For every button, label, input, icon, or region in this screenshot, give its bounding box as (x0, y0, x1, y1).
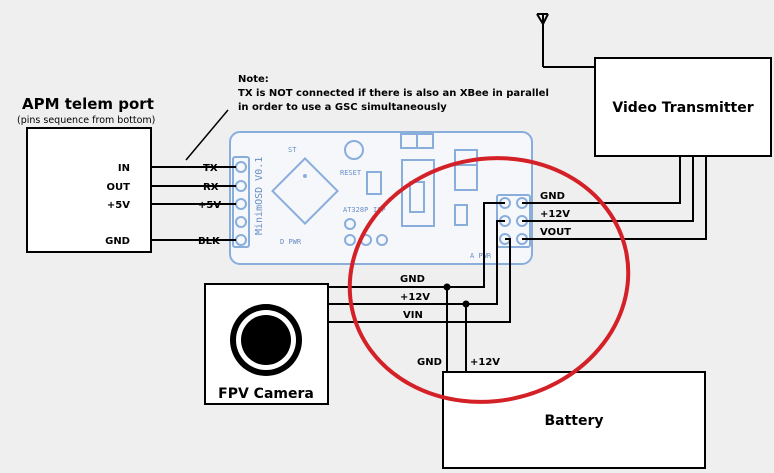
board-name: MinimOSD V0.1 (254, 157, 265, 235)
pwr-label: D PWR (280, 238, 302, 246)
note-pointer (185, 109, 229, 161)
chip-label: AT328P (343, 206, 368, 214)
wire-video-12v (522, 156, 694, 222)
apwr-label: A PWR (470, 252, 492, 260)
crystal-component (366, 171, 382, 195)
apm-pin-out: OUT (107, 182, 131, 193)
bat-pin-gnd: GND (417, 357, 442, 368)
battery-box (442, 371, 706, 469)
highlight-ring (347, 156, 631, 404)
junction-12v (462, 300, 470, 308)
apm-pin-gnd: GND (105, 236, 130, 247)
antenna-icon (536, 13, 595, 68)
wires (151, 109, 707, 372)
wire-video-gnd (522, 156, 681, 204)
video-transmitter-box (594, 57, 772, 157)
wire-cam-gnd (328, 202, 505, 288)
osd-pin-blk: BLK (198, 236, 221, 247)
osd-pin-5v: +5V (198, 200, 221, 211)
junction-gnd (443, 283, 451, 291)
wire-video-vout (522, 156, 707, 240)
note-line-1: TX is NOT connected if there is also an … (238, 88, 549, 99)
cam-pin-12v: +12V (400, 292, 430, 303)
fpv-camera-label: FPV Camera (218, 386, 314, 402)
wire-cam-12v (328, 220, 505, 305)
apm-telem-box (26, 127, 152, 253)
video-pin-gnd: GND (540, 191, 565, 202)
battery-label: Battery (544, 413, 603, 429)
wire-cam-vin (328, 238, 511, 323)
right-components (454, 149, 478, 226)
reset-button-component: RESET (340, 140, 364, 177)
apm-subtitle: (pins sequence from bottom) (17, 115, 155, 126)
video-pin-12v: +12V (540, 209, 570, 220)
video-pin-vout: VOUT (540, 227, 571, 238)
apm-pin-5v: +5V (107, 200, 130, 211)
osd-pin-tx: TX (203, 163, 218, 174)
note-line-2: in order to use a GSC simultaneously (238, 102, 447, 113)
st-label: ST (288, 146, 297, 154)
isp-header (400, 133, 435, 227)
cam-pin-vin: VIN (403, 310, 423, 321)
osd-chip (271, 157, 339, 225)
minimosd-board: MinimOSD V0.1 RESET ST AT328P ISP D (229, 131, 533, 265)
reset-label: RESET (340, 169, 362, 177)
bottom-pads (344, 218, 388, 246)
video-transmitter-label: Video Transmitter (612, 100, 753, 116)
osd-pin-rx: RX (203, 182, 219, 193)
note-title: Note: (238, 74, 269, 85)
apm-pin-in: IN (118, 163, 130, 174)
apm-title: APM telem port (22, 95, 154, 113)
cam-pin-gnd: GND (400, 274, 425, 285)
camera-lens-icon (230, 304, 302, 376)
bat-pin-12v: +12V (470, 357, 500, 368)
